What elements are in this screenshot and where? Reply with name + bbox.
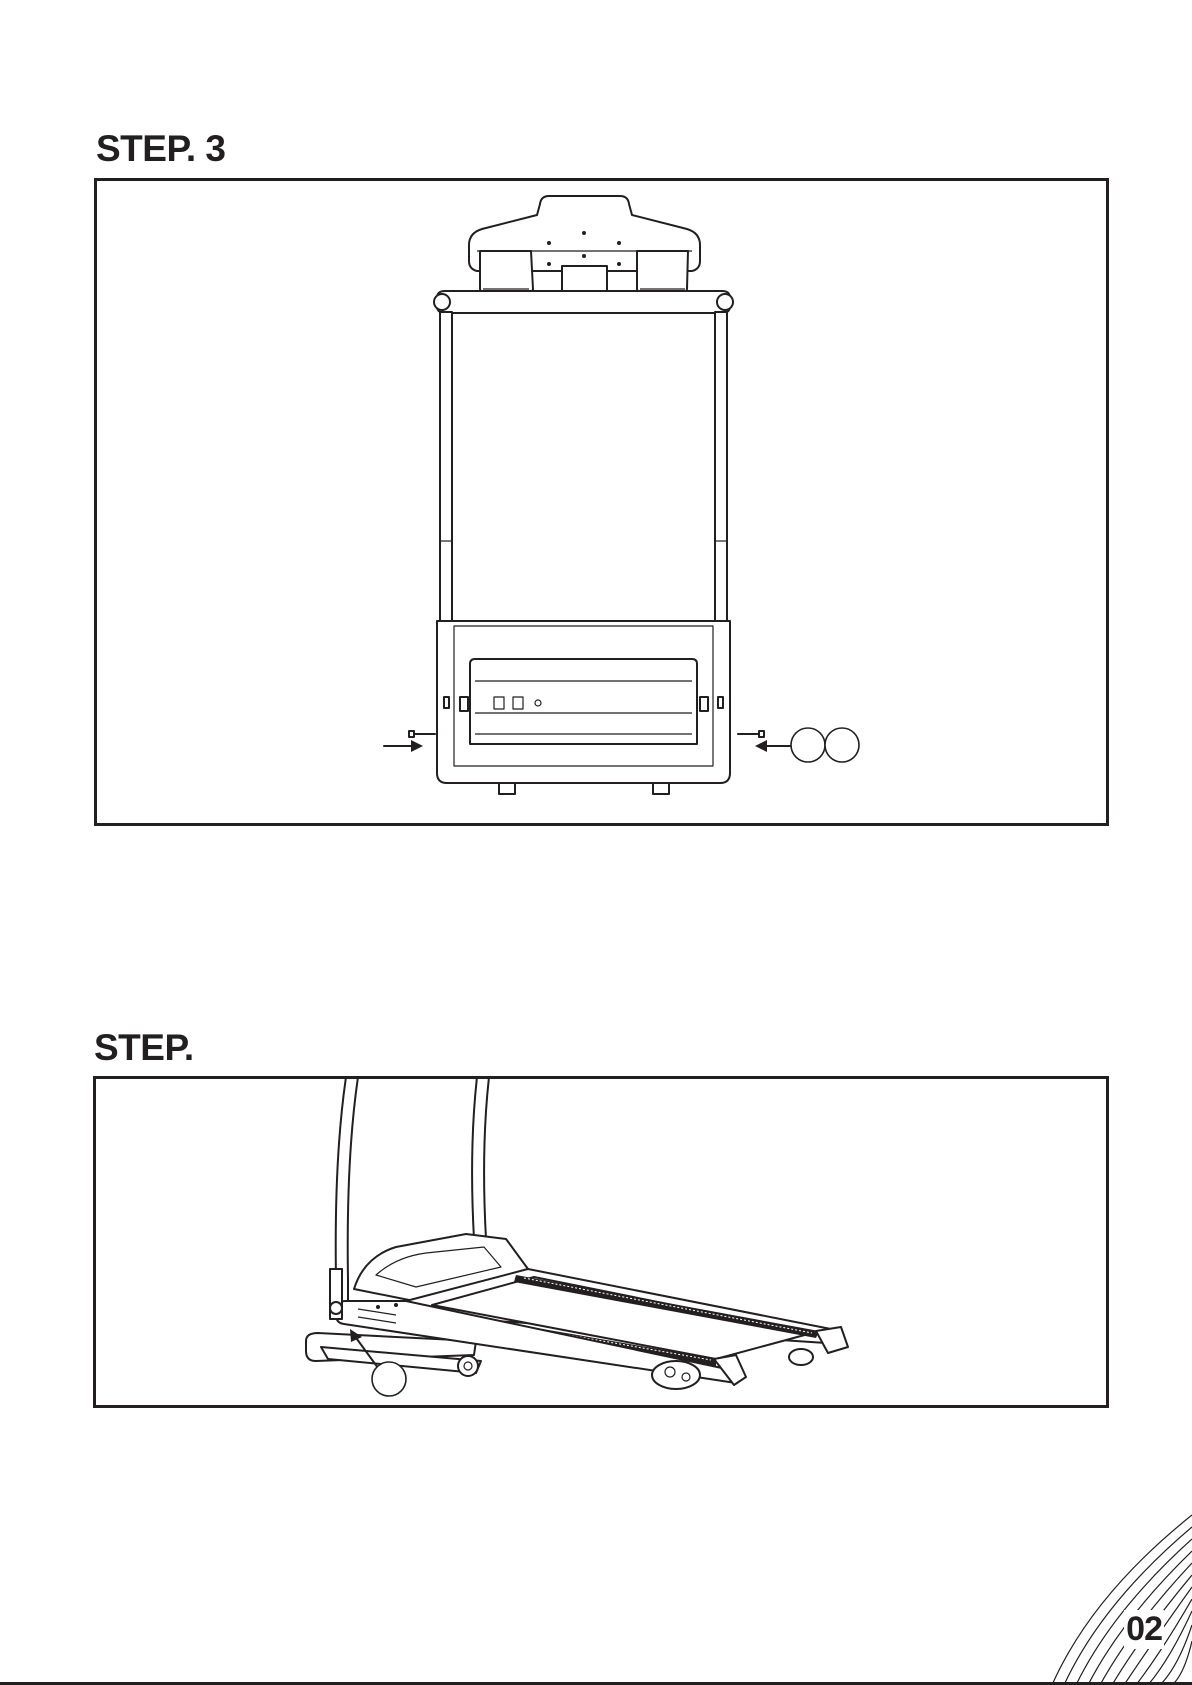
page-number: 02 — [1124, 1610, 1164, 1649]
treadmill-side-view-illustration — [96, 1079, 1106, 1405]
treadmill-front-view-illustration — [97, 181, 1106, 823]
corner-decoration — [992, 1485, 1192, 1685]
step-4-illustration-panel — [93, 1076, 1109, 1408]
step-3-illustration-panel — [94, 178, 1109, 826]
step-3-heading: STEP. 3 — [96, 128, 226, 170]
step-4-heading: STEP. — [94, 1027, 194, 1069]
